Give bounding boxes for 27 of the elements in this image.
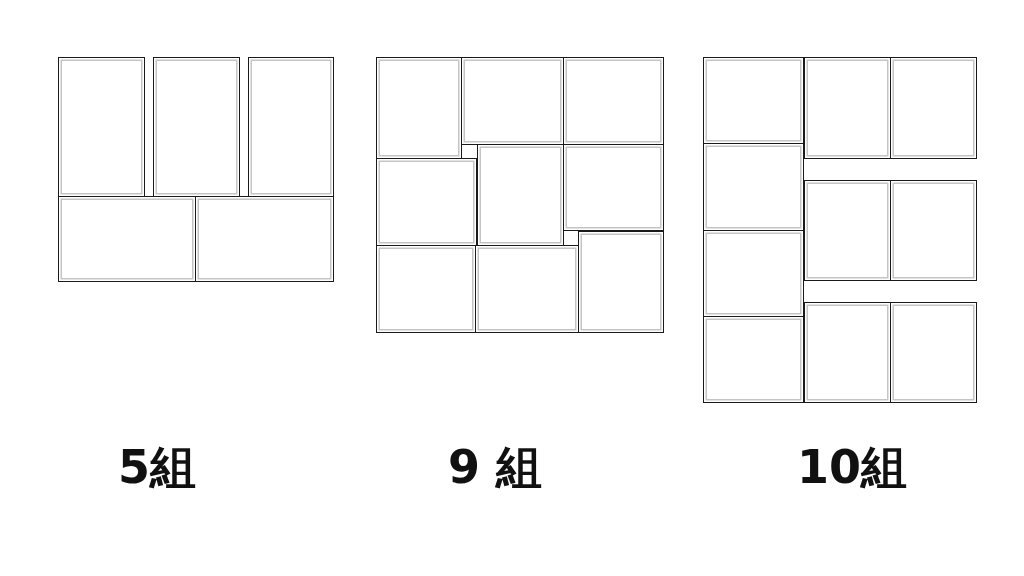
panel-box [195,196,334,282]
panel-count-label: 5組 [118,444,196,490]
panel-box [376,57,462,159]
panel-box [58,57,145,197]
panel-box [563,144,664,231]
panel-box [153,57,240,197]
panel-count-label: 10組 [797,444,907,490]
panel-box [804,302,891,403]
panel-box [890,57,977,159]
panel-box [578,231,664,333]
panel-box [703,316,804,403]
panel-box [475,245,579,333]
panel-box [703,143,804,231]
panel-box [890,180,977,281]
panel-box [376,158,477,246]
panel-box [563,57,664,145]
panel-box [248,57,334,197]
panel-box [804,180,891,281]
panel-box [890,302,977,403]
panel-box [804,57,891,159]
panel-box [58,196,196,282]
panel-box [703,57,804,144]
panel-count-label: 9 組 [448,444,542,490]
panel-box [477,144,564,246]
panel-box [703,230,804,317]
panel-box [376,245,476,333]
panel-box [461,57,564,145]
